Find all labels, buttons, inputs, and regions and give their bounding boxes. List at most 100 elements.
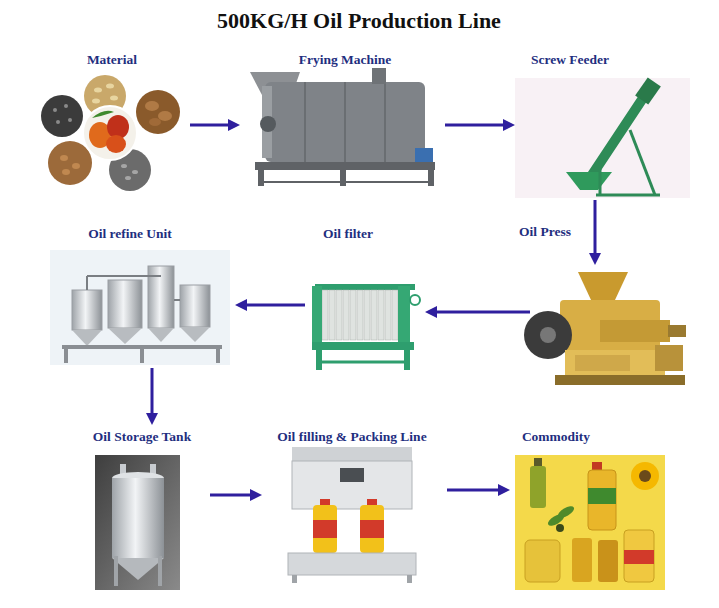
material-seeds-picture [94,88,102,93]
material-seeds-picture [145,101,159,111]
process-stage: Frying Machine [240,48,445,190]
oil-storage-tank-picture [95,455,180,590]
filling-machine-picture [292,447,412,461]
process-stage: Oil filter [305,222,425,374]
frying-machine-picture [340,170,346,186]
material-seeds-picture [92,111,114,118]
oil-press-picture [565,350,665,375]
oil-storage-tank-picture [95,455,180,590]
commodity-picture [515,455,665,590]
oil-press-picture [578,272,628,300]
commodity-picture [624,530,654,582]
oil-refine-unit-picture [140,349,144,363]
filling-machine-picture [292,461,412,509]
oil-filter-picture [371,290,377,340]
oil-filter-picture [336,290,342,340]
oil-storage-tank-picture [112,478,164,558]
stage-label: Oil Storage Tank [93,429,191,445]
commodity-picture [631,462,659,490]
commodity-picture [588,488,616,504]
screw-feeder-picture [590,95,645,178]
filling-machine-picture [288,447,416,583]
screw-feeder-picture [630,130,655,195]
frying-machine-picture [344,82,346,162]
commodity-picture [515,455,665,590]
stage-label: Frying Machine [299,52,392,68]
oil-refine-unit-picture [174,299,180,301]
frying-machine-picture [428,170,434,186]
filling-machine-picture [340,468,364,482]
oil-refine-unit-picture [50,250,230,365]
oil-refine-unit-picture [64,349,68,363]
filling-machine-picture [313,505,337,553]
material-seeds-picture [72,163,80,169]
oil-filter-picture [378,290,384,340]
process-stage: Commodity [510,425,675,593]
oil-filter-picture [404,350,410,370]
oil-press-picture [524,311,572,359]
oil-filter-picture [392,290,398,340]
oil-refine-unit-picture [50,250,230,365]
oil-refine-unit-picture [87,275,161,277]
filling-machine-picture [313,520,337,538]
oil-refine-unit-picture [180,285,210,327]
material-seeds-picture [48,141,92,185]
frying-machine-picture [258,170,264,186]
commodity-picture [624,550,654,564]
flow-arrow [190,124,230,127]
flow-arrow [445,124,505,127]
oil-press-picture [600,320,670,342]
screw-feeder-picture [515,78,690,198]
material-seeds-picture [83,106,137,160]
flow-arrow [594,200,597,255]
material-seeds-picture [106,84,114,89]
material-seeds-picture [110,96,118,101]
oil-refine-unit-picture [108,280,142,328]
process-stage: Oil filling & Packing Line [262,425,447,585]
oil-filter-picture [322,290,328,340]
oil-filter-picture [364,290,370,340]
flow-arrow [435,311,530,314]
screw-feeder-picture [596,194,660,197]
material-seeds-picture [125,176,131,180]
commodity-picture [572,538,592,582]
stage-label: Oil Press [519,224,571,240]
material-seeds-picture [68,118,72,122]
flow-arrow [447,489,500,492]
oil-press-picture [655,345,683,371]
screw-feeder-picture [635,77,661,104]
oil-press-picture [555,375,685,385]
diagram-title: 500KG/H Oil Production Line [217,8,501,34]
screw-feeder-picture [515,77,690,198]
flow-arrow [210,494,252,497]
process-stage: Oil refine Unit [45,222,235,368]
material-seeds-picture [64,104,68,108]
oil-refine-unit-picture [72,290,102,330]
oil-storage-tank-picture [114,556,118,586]
oil-filter-picture [385,290,391,340]
filling-machine-picture [367,499,377,506]
frying-machine-picture [258,181,434,183]
material-seeds-picture [121,164,127,168]
process-stage: Oil Storage Tank [70,425,210,593]
material-seeds-picture [136,90,180,134]
material-seeds-picture [41,95,83,137]
commodity-picture [592,462,602,470]
filling-machine-picture [292,575,297,583]
oil-filter-picture [357,290,363,340]
oil-refine-unit-picture [216,349,220,363]
frying-machine-picture [415,148,433,162]
oil-filter-picture [312,342,414,350]
material-seeds-picture [132,170,138,174]
process-stage: Screw Feeder [515,48,690,200]
commodity-picture [556,524,564,532]
material-seeds-picture [158,111,172,121]
oil-refine-unit-picture [72,330,102,346]
material-seeds-picture [56,120,60,124]
screw-feeder-picture [599,165,602,195]
commodity-picture [530,466,546,508]
material-seeds-picture [106,135,126,153]
